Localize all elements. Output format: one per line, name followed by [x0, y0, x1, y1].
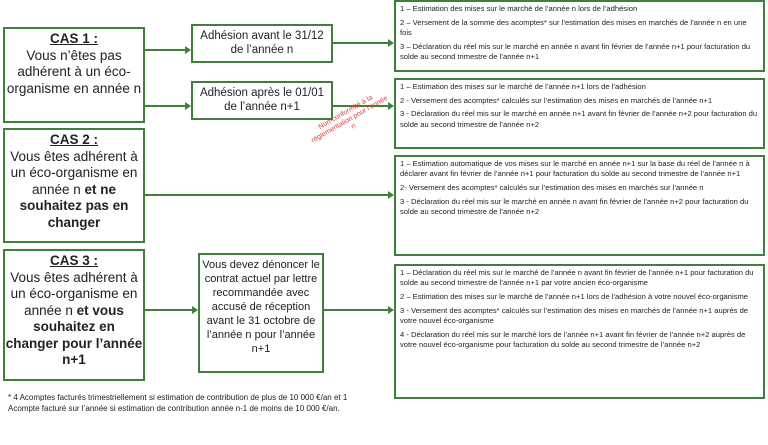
- case-3-box: CAS 3 : Vous êtes adhérent à un éco-orga…: [3, 249, 145, 381]
- arrow-before-steps: [333, 39, 394, 47]
- adhesion-before-box: Adhésion avant le 31/12 de l’année n: [191, 24, 333, 63]
- step: 3 - Déclaration du réel mis sur le march…: [400, 196, 749, 216]
- case-3-title: CAS 3 :: [49, 253, 98, 268]
- footnote: * 4 Acomptes facturés trimestriellement …: [8, 393, 348, 413]
- step: 3 – Déclaration du réel mis sur le march…: [400, 41, 751, 61]
- step: 1 – Estimation des mises sur le marché d…: [400, 4, 638, 13]
- arrow-case2-steps: [145, 191, 394, 199]
- steps-box-4: 1 – Déclaration du réel mis sur le march…: [394, 264, 765, 399]
- arrow-mid-steps: [324, 306, 394, 314]
- adhesion-after-box: Adhésion après le 01/01 de l’année n+1: [191, 81, 333, 120]
- step: 1 – Estimation automatique de vos mises …: [400, 159, 750, 179]
- step: 1 – Estimation des mises sur le marché d…: [400, 82, 646, 91]
- arrow-case3-mid: [145, 306, 198, 314]
- step: 1 – Déclaration du réel mis sur le march…: [400, 268, 754, 288]
- step: 2 – Versement de la somme des acomptes* …: [400, 17, 747, 37]
- step: 3 - Déclaration du réel mis sur le march…: [400, 109, 758, 129]
- arrow-case1-before: [145, 46, 191, 54]
- step: 3 - Versement des acomptes* calculés sur…: [400, 305, 749, 325]
- steps-box-3: 1 – Estimation automatique de vos mises …: [394, 155, 765, 256]
- case-3-bold: et vous souhaitez en changer pour l’anné…: [5, 302, 143, 368]
- case-2-title: CAS 2 :: [49, 132, 98, 147]
- step: 2- Versement des acomptes* calculés sur …: [400, 182, 704, 192]
- arrow-case1-after: [145, 102, 191, 110]
- step: 2 – Estimation des mises sur le marché d…: [400, 291, 749, 301]
- arrow-after-steps: [333, 102, 394, 110]
- case-3-text: Vous êtes adhérent à un éco-organisme en…: [10, 269, 138, 318]
- case-1-text: Vous n’êtes pas adhérent à un éco-organi…: [6, 47, 142, 96]
- steps-box-1: 1 – Estimation des mises sur le marché d…: [394, 0, 765, 72]
- step: 4 - Déclaration du réel mis sur le march…: [400, 329, 746, 349]
- case-2-box: CAS 2 : Vous êtes adhérent à un éco-orga…: [3, 128, 145, 243]
- case-2-bold: et ne souhaitez pas en changer: [19, 181, 129, 230]
- step: 2 - Versement des acomptes* calculés sur…: [400, 95, 713, 105]
- case-2-text: Vous êtes adhérent à un éco-organisme en…: [10, 148, 138, 197]
- case-1-box: CAS 1 : Vous n’êtes pas adhérent à un éc…: [3, 27, 145, 123]
- case-1-title: CAS 1 :: [49, 31, 98, 46]
- steps-box-2: 1 – Estimation des mises sur le marché d…: [394, 78, 765, 149]
- cas3-termination-box: Vous devez dénoncer le contrat actuel pa…: [198, 253, 324, 373]
